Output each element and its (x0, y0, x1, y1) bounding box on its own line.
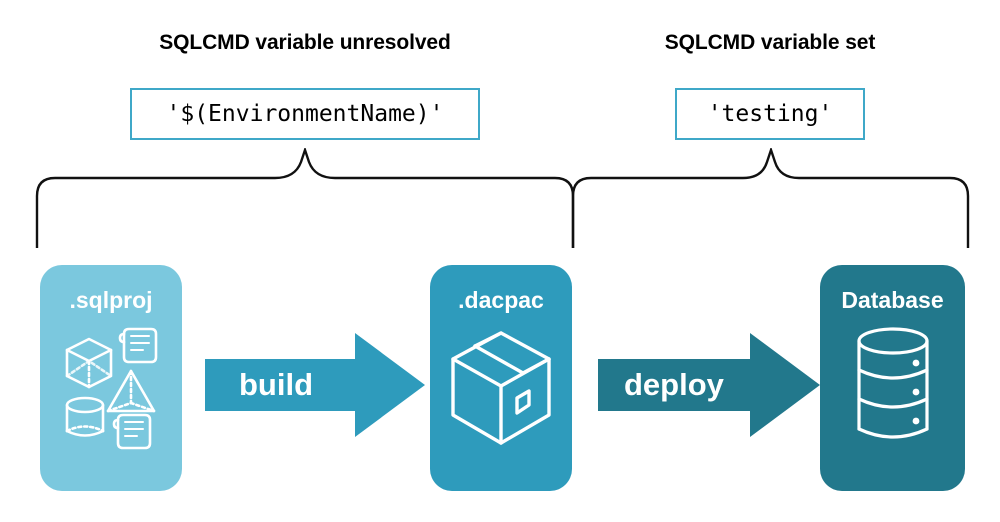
arrow-build[interactable]: build (205, 333, 425, 437)
sqlcmd-variable-unresolved-box: '$(EnvironmentName)' (130, 88, 480, 140)
annotation-heading-left: SQLCMD variable unresolved (159, 31, 451, 54)
annotation-heading-right: SQLCMD variable set (664, 31, 876, 54)
scroll-icon (118, 327, 158, 364)
cylinder-icon (65, 396, 105, 437)
database-cylinder-icon (856, 327, 929, 439)
arrow-build-shape (205, 333, 425, 437)
scroll-icon (112, 413, 152, 450)
cube-icon (65, 337, 113, 389)
stage-dacpac[interactable]: .dacpac (430, 265, 572, 491)
arrow-deploy-shape (598, 333, 820, 437)
sqlcmd-variable-unresolved-value: '$(EnvironmentName)' (166, 101, 444, 127)
brace-left (35, 148, 575, 248)
brace-right (571, 148, 970, 248)
package-box-icon (451, 331, 551, 445)
stage-dacpac-label: .dacpac (458, 287, 544, 313)
sql-objects-icon (65, 327, 158, 450)
stage-sqlproj[interactable]: .sqlproj (40, 265, 182, 491)
sqlcmd-variable-set-value: 'testing' (707, 101, 833, 127)
stage-database[interactable]: Database (820, 265, 965, 491)
stage-database-label: Database (841, 287, 944, 313)
sqlcmd-variable-set-box: 'testing' (675, 88, 865, 140)
stage-sqlproj-label: .sqlproj (69, 287, 153, 313)
arrow-deploy[interactable]: deploy (598, 333, 820, 437)
pyramid-icon (106, 369, 156, 413)
